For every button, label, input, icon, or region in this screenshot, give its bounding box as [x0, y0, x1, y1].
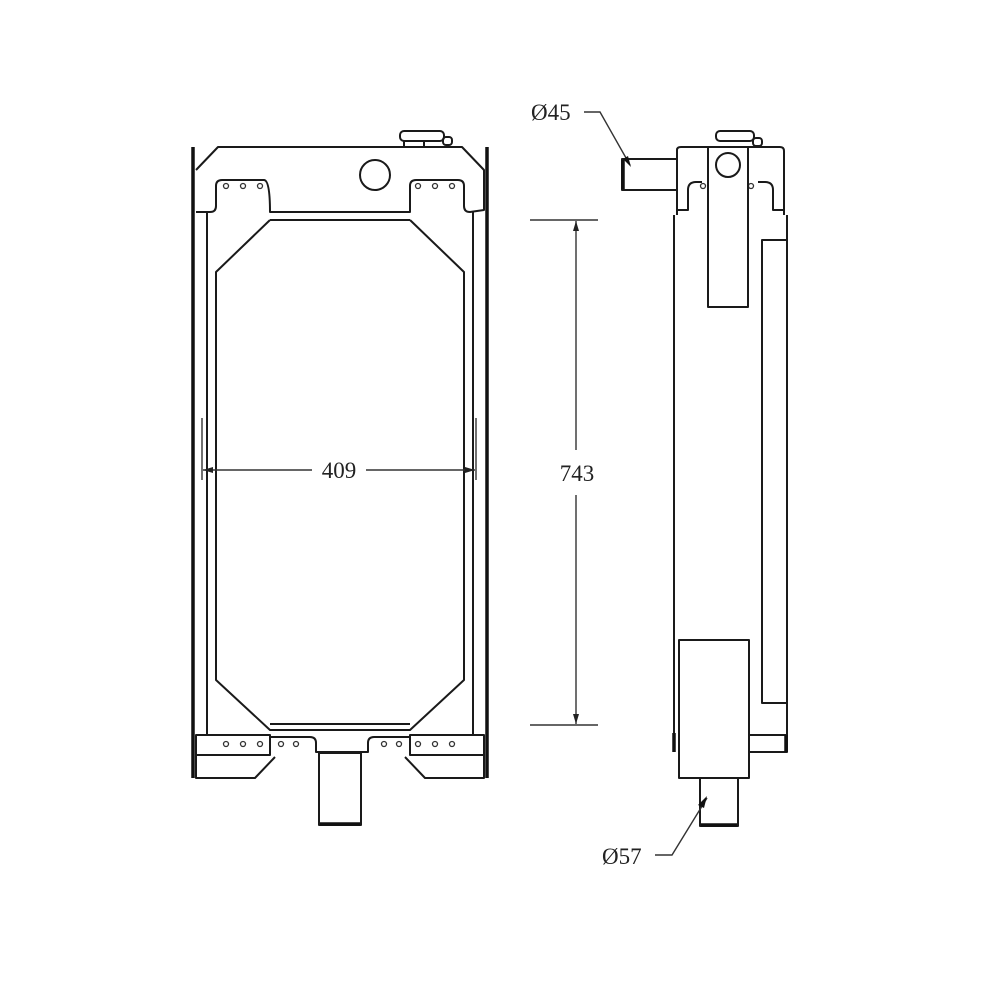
- outlet-diameter-leader: [655, 796, 708, 856]
- bolt-holes-bottom: [222, 740, 456, 748]
- outlet-diameter-label: Ø57: [602, 844, 642, 869]
- front-view: [191, 130, 489, 826]
- inlet-diameter-leader: [584, 111, 631, 167]
- height-dimension-label: 743: [560, 461, 595, 486]
- width-dimension: [201, 418, 477, 480]
- height-dimension: [530, 219, 598, 726]
- bolt-holes-top-right: [414, 182, 456, 190]
- inlet-diameter-label: Ø45: [531, 100, 571, 125]
- bolt-holes-top-left: [222, 182, 264, 190]
- width-dimension-label: 409: [322, 458, 357, 483]
- side-view: [621, 130, 788, 827]
